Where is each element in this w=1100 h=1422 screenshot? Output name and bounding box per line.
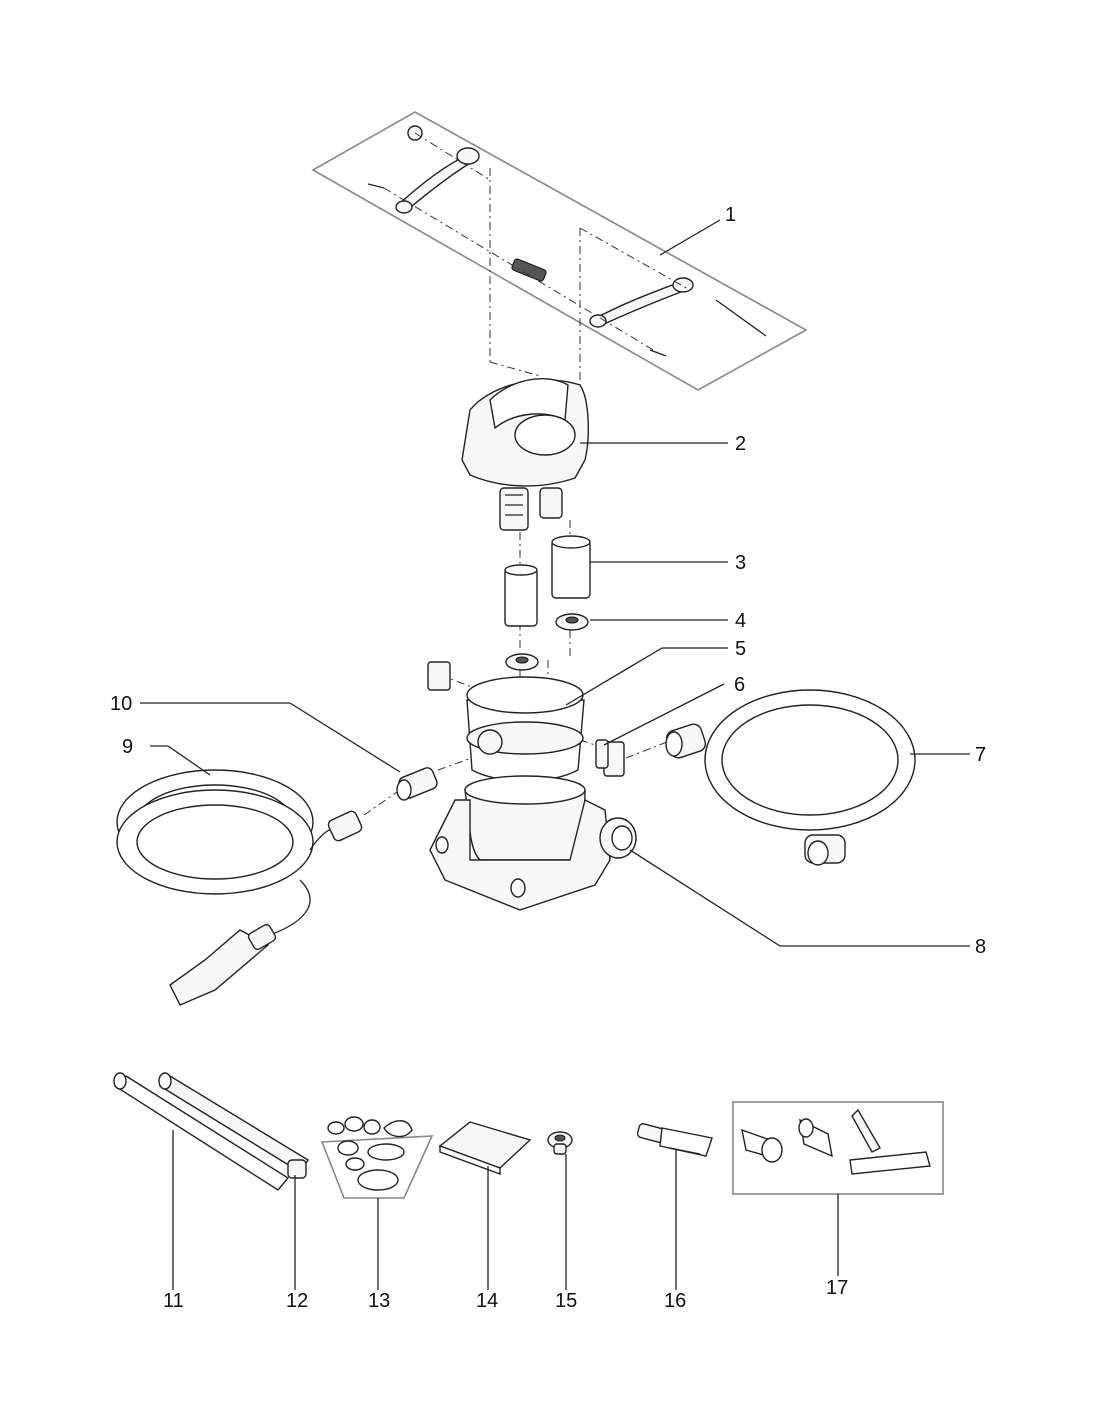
handle-assembly (367, 125, 767, 357)
callout-14: 14 (476, 1290, 498, 1312)
callout-17: 17 (826, 1277, 848, 1299)
seal-set (320, 1116, 434, 1199)
handle-assembly-group-box (311, 111, 808, 391)
callout-13: 13 (368, 1290, 390, 1312)
callout-labels: 1 2 3 4 5 6 7 8 9 10 11 12 13 14 15 16 1… (110, 204, 986, 1312)
filter-seals (505, 613, 589, 671)
hose-adapter (396, 767, 438, 801)
callout-2: 2 (735, 433, 746, 455)
connector-part (547, 1131, 573, 1155)
filter-cartridges (504, 535, 591, 627)
callout-9: 9 (122, 736, 133, 758)
callout-10: 10 (110, 693, 132, 715)
instruction-manual (438, 1121, 532, 1176)
suction-tubes (113, 1072, 309, 1191)
callout-6: 6 (734, 674, 745, 696)
outlet-port (599, 817, 637, 859)
callout-16: 16 (664, 1290, 686, 1312)
motor-head (461, 378, 589, 531)
callout-11: 11 (163, 1290, 184, 1312)
upholstery-nozzle (636, 1123, 713, 1157)
suction-hose (116, 769, 363, 1006)
callout-1: 1 (725, 204, 736, 226)
callout-15: 15 (555, 1290, 577, 1312)
callout-4: 4 (735, 610, 746, 632)
callout-7: 7 (975, 744, 986, 766)
inner-container (427, 661, 585, 782)
callout-12: 12 (286, 1290, 308, 1312)
outlet-hose (665, 689, 916, 866)
leader-lines (140, 219, 970, 1290)
callout-8: 8 (975, 936, 986, 958)
callout-3: 3 (735, 552, 746, 574)
base-housing (429, 739, 611, 911)
callout-5: 5 (735, 638, 746, 660)
accessory-kit (732, 1101, 944, 1195)
